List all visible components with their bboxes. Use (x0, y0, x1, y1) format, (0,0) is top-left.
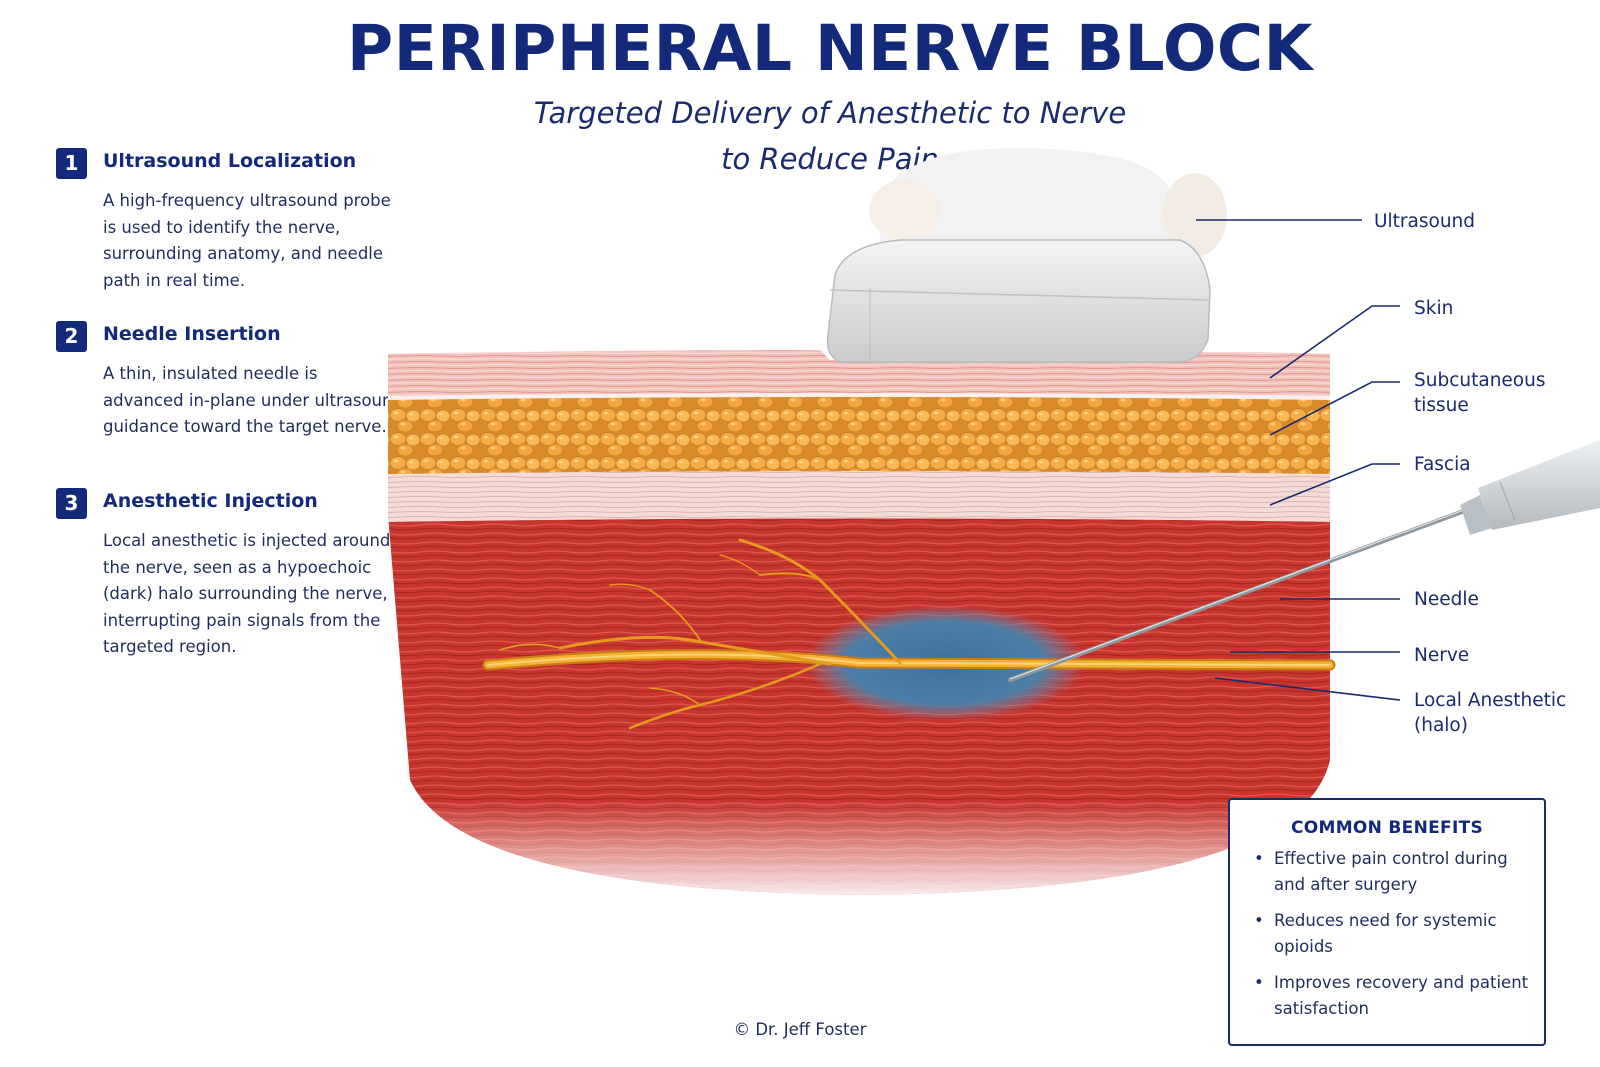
ultrasound-probe (826, 148, 1227, 363)
label-fascia: Fascia (1414, 454, 1471, 475)
label-nerve: Nerve (1414, 645, 1470, 666)
step-1-number: 1 (56, 148, 87, 179)
step-2-number: 2 (56, 321, 87, 352)
benefit-item: Reduces need for systemic opioids (1252, 908, 1532, 960)
fascia-layer (388, 466, 1330, 522)
step-2-text: A thin, insulated needle is advanced in-… (103, 364, 403, 436)
label-anesthetic-line-2: (halo) (1414, 715, 1468, 736)
subtitle-line-2: to Reduce Pain (721, 142, 939, 176)
label-subcutaneous: Subcutaneous tissue (1414, 368, 1546, 418)
label-anesthetic-line-1: Local Anesthetic (1414, 690, 1567, 711)
step-3-text: Local anesthetic is injected around the … (103, 531, 391, 656)
step-2-title: Needle Insertion (103, 323, 281, 345)
label-skin: Skin (1414, 298, 1454, 319)
label-subcutaneous-line-1: Subcutaneous (1414, 370, 1546, 391)
page-title: PERIPHERAL NERVE BLOCK (347, 12, 1313, 85)
needle (1007, 440, 1600, 683)
step-1-text: A high-frequency ultrasound probe is use… (103, 191, 391, 290)
step-1-title: Ultrasound Localization (103, 150, 357, 172)
copyright-credit: © Dr. Jeff Foster (733, 1020, 867, 1039)
benefit-item: Effective pain control during and after … (1252, 846, 1532, 898)
label-local-anesthetic: Local Anesthetic (halo) (1414, 688, 1566, 738)
nerve (482, 538, 1336, 730)
benefits-list: Effective pain control during and after … (1252, 846, 1532, 1032)
label-subcutaneous-line-2: tissue (1414, 395, 1469, 416)
subtitle-line-1: Targeted Delivery of Anesthetic to Nerve (533, 96, 1127, 130)
step-3-title: Anesthetic Injection (103, 490, 318, 512)
page-subtitle: Targeted Delivery of Anesthetic to Nerve… (430, 90, 1230, 182)
leader-lines (1196, 219, 1401, 701)
subcutaneous-layer (388, 395, 1330, 474)
step-3-number: 3 (56, 488, 87, 519)
benefits-title: COMMON BENEFITS (1290, 818, 1484, 838)
benefit-item: Improves recovery and patient satisfacti… (1252, 970, 1532, 1022)
benefits-box: COMMON BENEFITS Effective pain control d… (1228, 798, 1546, 1046)
label-ultrasound: Ultrasound (1374, 211, 1476, 232)
label-needle: Needle (1414, 589, 1479, 610)
